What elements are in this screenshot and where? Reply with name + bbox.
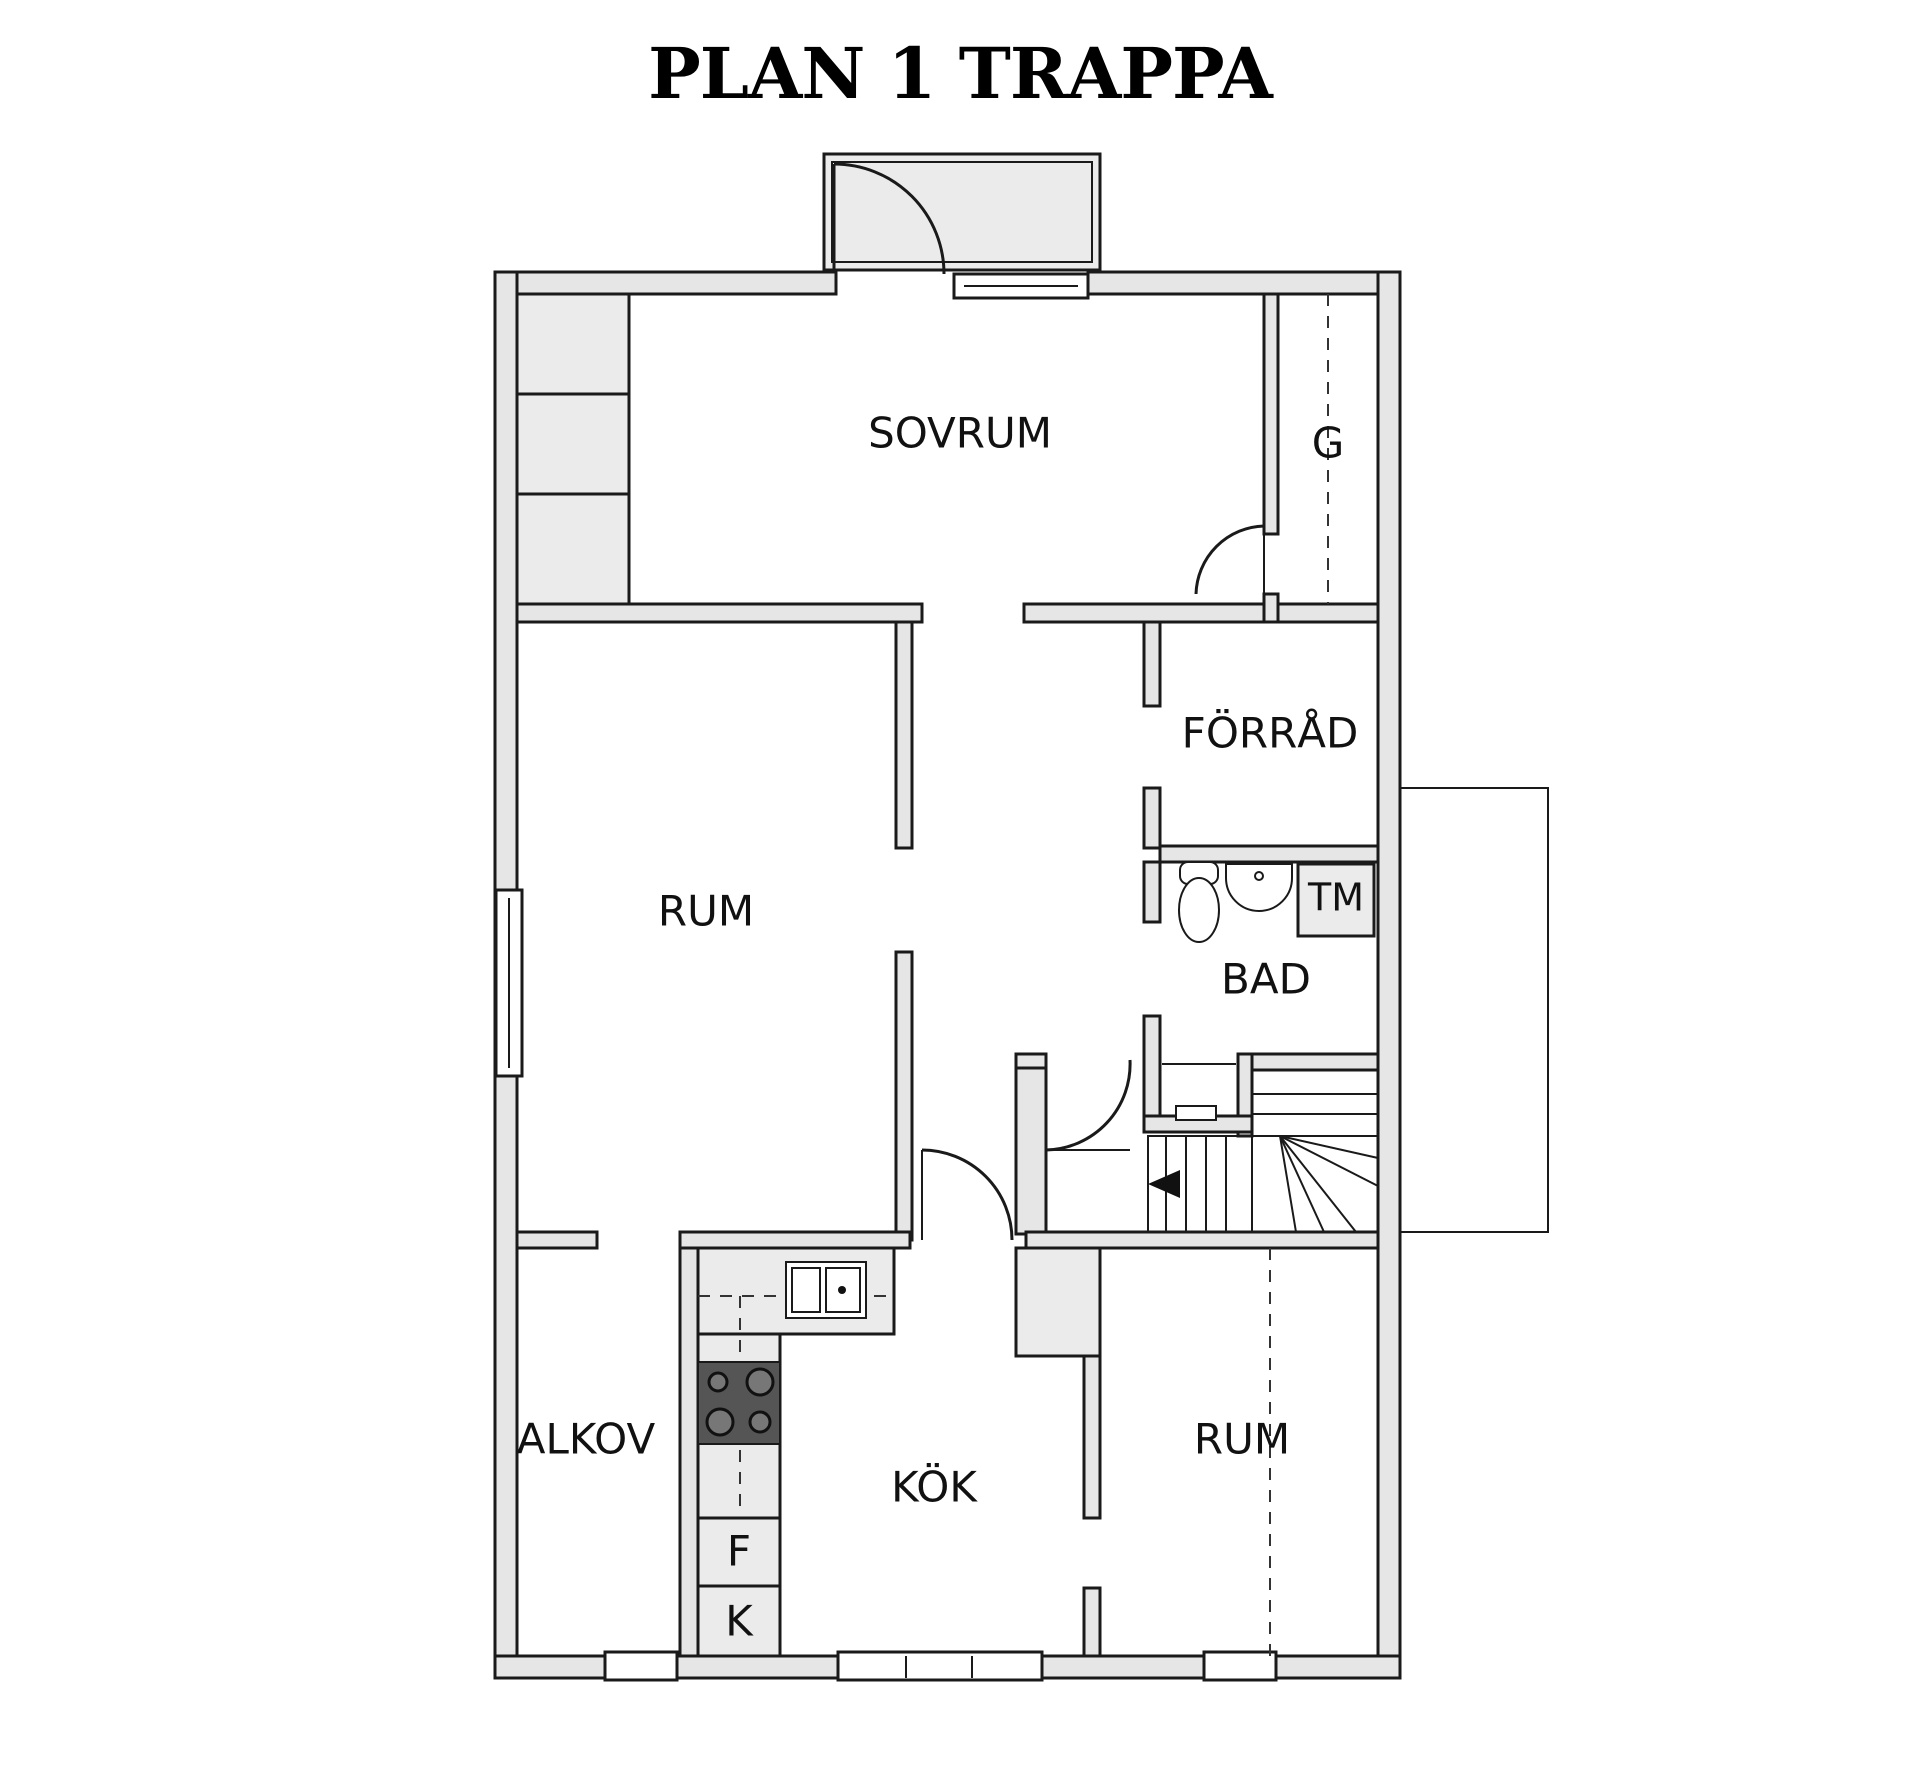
door-swing-kok [921, 1148, 1014, 1241]
label-f: F [727, 1527, 751, 1576]
door-swing-hall [1045, 1059, 1132, 1152]
kitchen [696, 1246, 896, 1658]
room-label-rum-left: RUM [658, 887, 754, 936]
staircase [1147, 1069, 1379, 1233]
sink-icon [1225, 863, 1293, 912]
room-label-tm: TM [1307, 876, 1364, 920]
interior-walls [515, 292, 1380, 1658]
room-label-g: G [1312, 419, 1345, 468]
label-k: K [725, 1597, 754, 1646]
stair-arrow-icon [1148, 1170, 1180, 1198]
room-label-alkov: ALKOV [517, 1415, 656, 1464]
room-label-bad: BAD [1221, 955, 1311, 1004]
room-label-rum-right: RUM [1194, 1415, 1290, 1464]
plan-title: PLAN 1 TRAPPA [648, 32, 1273, 115]
window-rum-right [1202, 1650, 1278, 1682]
wardrobes [515, 292, 631, 606]
bathroom-fixtures [1162, 861, 1376, 1121]
room-label-kok: KÖK [891, 1462, 978, 1512]
room-label-forrad: FÖRRÅD [1182, 708, 1359, 758]
window-alkov [603, 1650, 679, 1682]
window-kok [836, 1650, 1044, 1682]
room-label-sovrum: SOVRUM [868, 409, 1052, 458]
balcony-door-swing [833, 162, 946, 275]
washing-machine-box [1296, 862, 1376, 938]
door-swing-g [1194, 524, 1265, 595]
freezer-box [696, 1584, 782, 1658]
exterior-outline [1399, 787, 1549, 1233]
toilet-icon [1178, 877, 1220, 943]
balcony [822, 152, 1102, 275]
